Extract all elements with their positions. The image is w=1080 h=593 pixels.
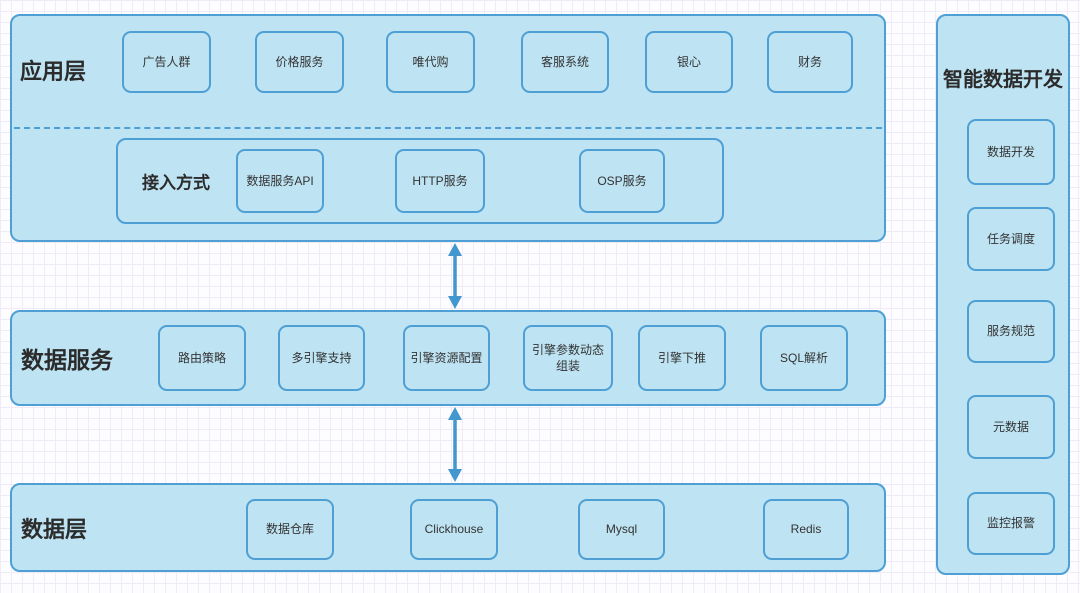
service-layer-container: 数据服务 路由策略 多引擎支持 引擎资源配置 引擎参数动态组装 引擎下推 SQL… <box>10 310 886 406</box>
node-data-service-api: 数据服务API <box>236 149 324 213</box>
sidebar-container: 智能数据开发 数据开发 任务调度 服务规范 元数据 监控报警 <box>936 14 1070 575</box>
sidebar-title: 智能数据开发 <box>943 69 1063 91</box>
service-layer-title: 数据服务 <box>21 347 113 373</box>
node-price-service: 价格服务 <box>255 31 344 93</box>
data-layer-title: 数据层 <box>21 516 88 542</box>
bidirectional-arrow-app-service <box>448 243 462 309</box>
node-weidaigou: 唯代购 <box>386 31 475 93</box>
node-routing-strategy: 路由策略 <box>158 325 246 391</box>
node-mysql: Mysql <box>578 499 665 560</box>
node-engine-resource-config: 引擎资源配置 <box>403 325 490 391</box>
node-finance: 财务 <box>767 31 853 93</box>
node-metadata: 元数据 <box>967 395 1055 459</box>
node-clickhouse: Clickhouse <box>410 499 498 560</box>
node-yinxin: 银心 <box>645 31 733 93</box>
node-sql-parsing: SQL解析 <box>760 325 848 391</box>
node-monitoring-alerts: 监控报警 <box>967 492 1055 555</box>
node-data-warehouse: 数据仓库 <box>246 499 334 560</box>
app-layer-container: 应用层 广告人群 价格服务 唯代购 客服系统 银心 财务 接入方式 数据服务AP… <box>10 14 886 242</box>
bidirectional-arrow-service-data <box>448 407 462 482</box>
node-osp-service: OSP服务 <box>579 149 665 213</box>
access-methods-title: 接入方式 <box>142 173 210 193</box>
data-layer-container: 数据层 数据仓库 Clickhouse Mysql Redis <box>10 483 886 572</box>
node-service-standards: 服务规范 <box>967 300 1055 363</box>
node-customer-service: 客服系统 <box>521 31 609 93</box>
node-http-service: HTTP服务 <box>395 149 485 213</box>
node-engine-pushdown: 引擎下推 <box>638 325 726 391</box>
node-engine-param-dynamic-assembly: 引擎参数动态组装 <box>523 325 613 391</box>
node-ad-audience: 广告人群 <box>122 31 211 93</box>
access-methods-container: 接入方式 数据服务API HTTP服务 OSP服务 <box>116 138 724 224</box>
node-redis: Redis <box>763 499 849 560</box>
node-data-development: 数据开发 <box>967 119 1055 185</box>
layer-divider-dashed-line <box>14 127 882 129</box>
node-task-scheduling: 任务调度 <box>967 207 1055 271</box>
app-layer-title: 应用层 <box>20 59 87 84</box>
node-multi-engine-support: 多引擎支持 <box>278 325 365 391</box>
